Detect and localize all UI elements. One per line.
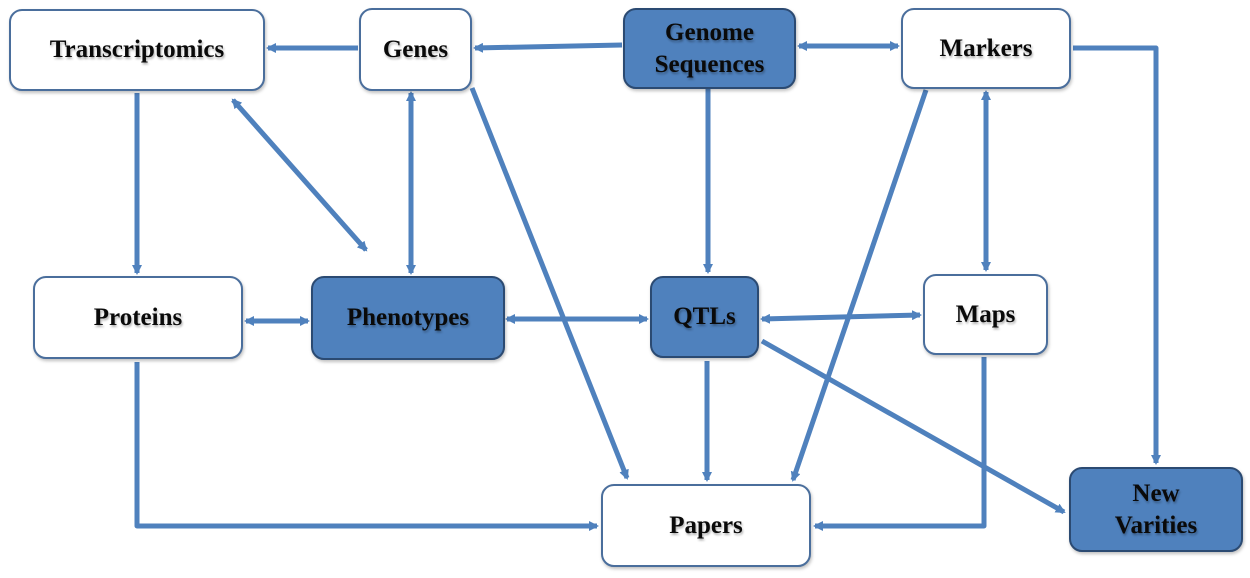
node-label-proteins: Proteins: [93, 303, 183, 331]
node-genome-sequences: Genome Sequences: [623, 8, 796, 89]
node-label-maps: Maps: [955, 300, 1016, 328]
node-label-qtls: QTLs: [673, 303, 736, 330]
node-label-transcriptomics: Transcriptomics: [49, 36, 225, 63]
arrow-genes-to-transcriptomics: [473, 42, 623, 53]
node-phenotypes: Phenotypes: [311, 276, 505, 360]
arrow-proteins-to-papers: [134, 362, 599, 531]
node-label-genome-sequences: Genome Sequences: [654, 18, 765, 78]
arrow-maps-to-papers: [813, 357, 987, 531]
node-qtls: QTLs: [650, 276, 759, 358]
arrow-genes-to-papers: [469, 87, 630, 480]
node-label-papers: Papers: [669, 511, 743, 539]
node-label-genes: Genes: [382, 35, 449, 63]
node-genes: Genes: [359, 8, 472, 91]
node-markers: Markers: [901, 8, 1071, 89]
node-new-varities: New Varities: [1069, 467, 1243, 552]
node-proteins: Proteins: [33, 276, 243, 359]
node-label-new-varities: New Varities: [1114, 479, 1198, 539]
node-papers: Papers: [601, 484, 811, 567]
node-maps: Maps: [923, 274, 1048, 355]
arrow-qtls-to-maps: [760, 310, 922, 324]
arrow-markers-to-papers: [790, 89, 929, 482]
arrow-markers-to-new-varities: [1073, 45, 1161, 465]
arrow-group: [132, 41, 1161, 531]
arrow-qtls-to-new-varities: [760, 338, 1066, 515]
node-label-markers: Markers: [939, 34, 1033, 62]
node-transcriptomics: Transcriptomics: [9, 9, 265, 91]
node-label-phenotypes: Phenotypes: [346, 304, 470, 331]
arrow-transcriptomics-to-phenotypes: [231, 98, 368, 252]
